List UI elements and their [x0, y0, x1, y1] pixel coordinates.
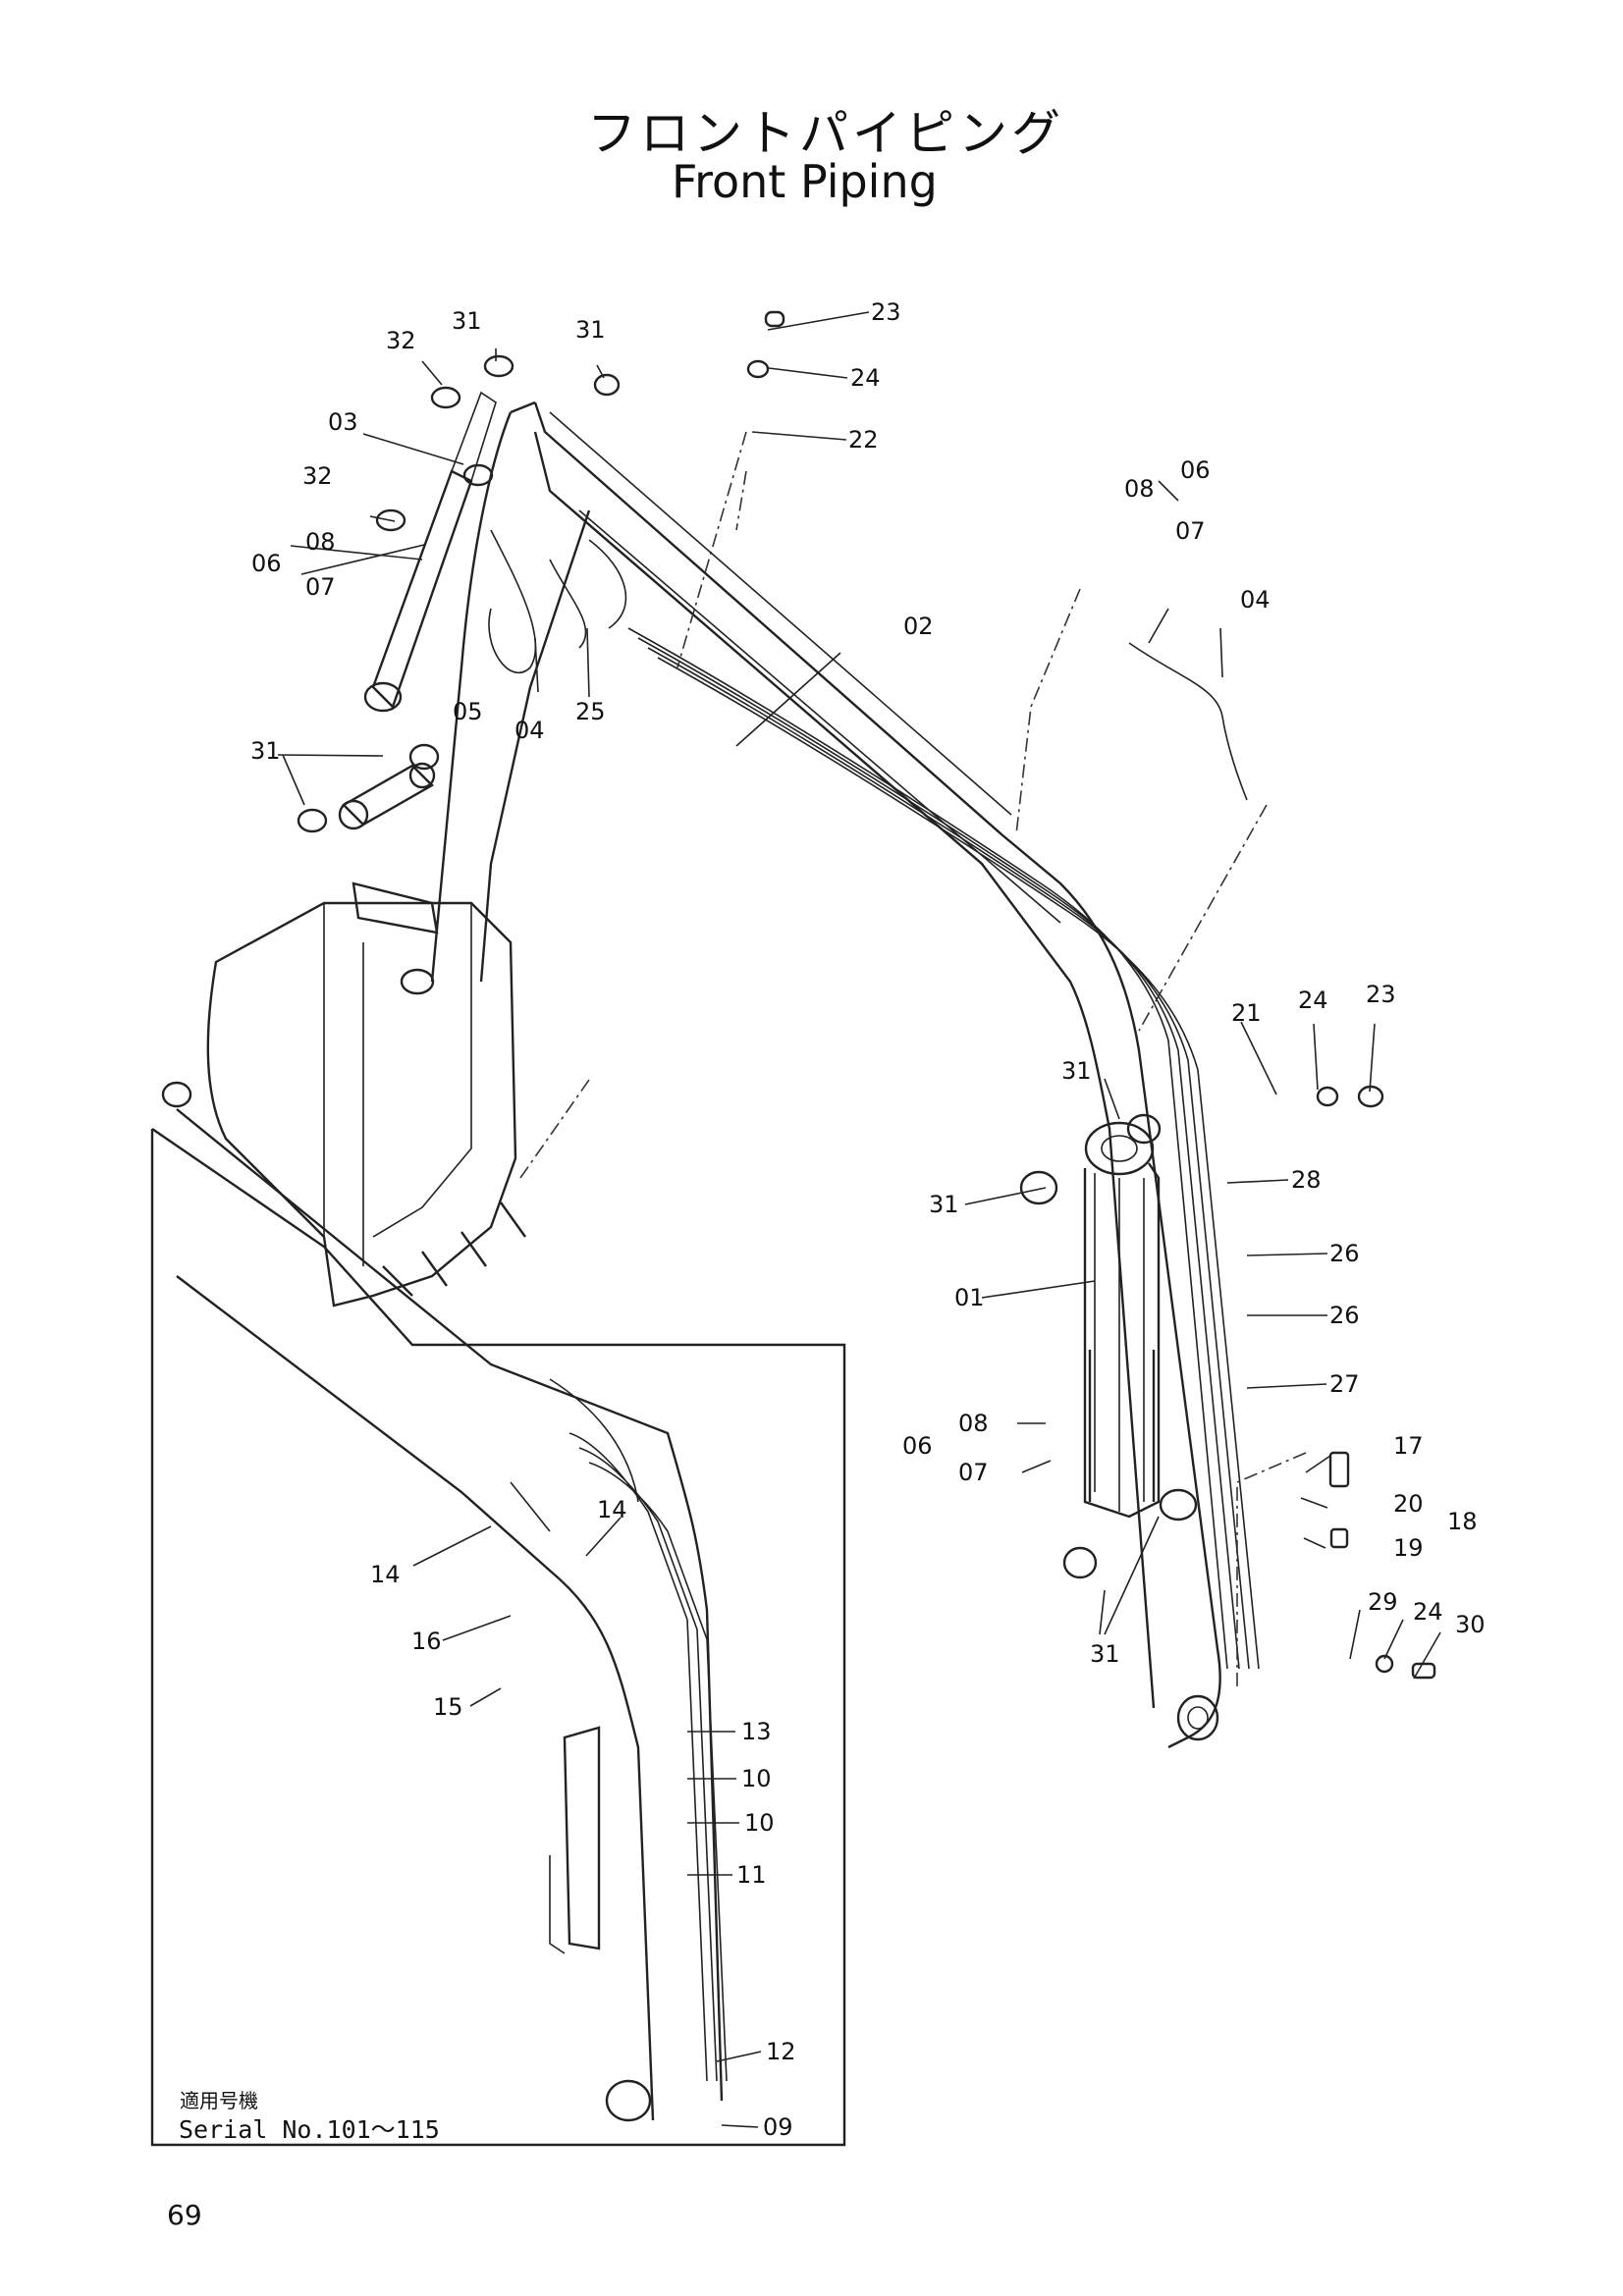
callout-label: 24: [850, 364, 881, 392]
callout-label: 20: [1393, 1490, 1424, 1518]
callout-label: 16: [411, 1628, 442, 1655]
inset-frame: [150, 1128, 846, 2147]
callout-label: 10: [741, 1765, 772, 1792]
callout-label: 32: [386, 327, 416, 354]
callout-label: 31: [1090, 1640, 1120, 1668]
callout-label: 09: [763, 2113, 793, 2141]
callout-label: 06: [251, 550, 282, 577]
callout-label: 31: [929, 1191, 959, 1218]
callout-leaders: [277, 311, 1441, 2128]
callout-labels: 23 24 22 02 32 31 31 03 32 06 08 07 05 0…: [250, 298, 1486, 2141]
callout-label: 04: [514, 717, 545, 744]
callout-label: 13: [741, 1718, 772, 1745]
callout-label: 15: [433, 1693, 463, 1721]
callout-label: 25: [575, 698, 606, 725]
callout-label: 24: [1413, 1598, 1443, 1626]
callout-label: 31: [452, 307, 482, 335]
callout-label: 01: [954, 1284, 985, 1311]
page-number: 69: [167, 2199, 202, 2231]
callout-label: 17: [1393, 1432, 1424, 1460]
callout-label: 10: [744, 1809, 775, 1837]
arm-outline: [430, 400, 591, 983]
callout-label: 06: [902, 1432, 933, 1460]
callout-label: 23: [1366, 981, 1396, 1008]
arm-cylinder: [363, 391, 497, 713]
ref-lines: [519, 431, 1307, 1688]
callout-label: 08: [958, 1410, 989, 1437]
callout-label: 23: [871, 298, 901, 326]
washers: [297, 310, 1436, 1680]
callout-label: 07: [305, 573, 336, 601]
callout-label: 19: [1393, 1534, 1424, 1562]
callout-label: 05: [453, 698, 483, 725]
bucket-link: [342, 764, 439, 934]
callout-label: 22: [848, 426, 879, 454]
callout-label: 03: [328, 408, 358, 436]
callout-label: 11: [736, 1861, 767, 1889]
callout-label: 24: [1298, 987, 1328, 1014]
callout-label: 29: [1368, 1588, 1398, 1616]
callout-label: 30: [1455, 1611, 1486, 1638]
callout-label: 18: [1447, 1508, 1478, 1535]
inset-drawing: [150, 1081, 846, 2147]
callout-label: 31: [1061, 1057, 1092, 1085]
callout-label: 26: [1329, 1240, 1360, 1267]
callout-label: 02: [903, 613, 934, 640]
callout-label: 28: [1291, 1166, 1322, 1194]
callout-label: 04: [1240, 586, 1271, 614]
callout-label: 07: [958, 1459, 989, 1486]
callout-label: 07: [1175, 517, 1206, 545]
title-japanese: フロントパイピング: [587, 105, 1064, 162]
callout-label: 14: [370, 1561, 401, 1588]
inset-applicable-units-label: 適用号機: [180, 2089, 258, 2112]
callout-label: 08: [305, 528, 336, 556]
title-english: Front Piping: [672, 155, 938, 208]
boom-cylinder: [1083, 1121, 1161, 1519]
boom-hoses: [627, 627, 1260, 1670]
callout-label: 27: [1329, 1370, 1360, 1398]
bucket: [206, 901, 526, 1308]
main-assembly: [206, 391, 1307, 1749]
head-hoses: [488, 529, 627, 674]
callout-label: 31: [575, 316, 606, 344]
inset-serial-range: Serial No.101〜115: [179, 2115, 440, 2144]
callout-label: 31: [250, 737, 281, 765]
boom-outline: [533, 401, 1221, 1749]
callout-label: 32: [302, 462, 333, 490]
callout-label: 21: [1231, 999, 1262, 1027]
callout-label: 26: [1329, 1302, 1360, 1329]
boom-foot-pin: [1176, 1694, 1219, 1741]
boom-foot-pin-inner: [1187, 1706, 1209, 1730]
callout-label: 12: [766, 2038, 796, 2065]
callout-label: 14: [597, 1496, 627, 1523]
hose-04-detached: [1128, 642, 1248, 801]
callout-label: 06: [1180, 456, 1211, 484]
callout-label: 08: [1124, 475, 1155, 503]
